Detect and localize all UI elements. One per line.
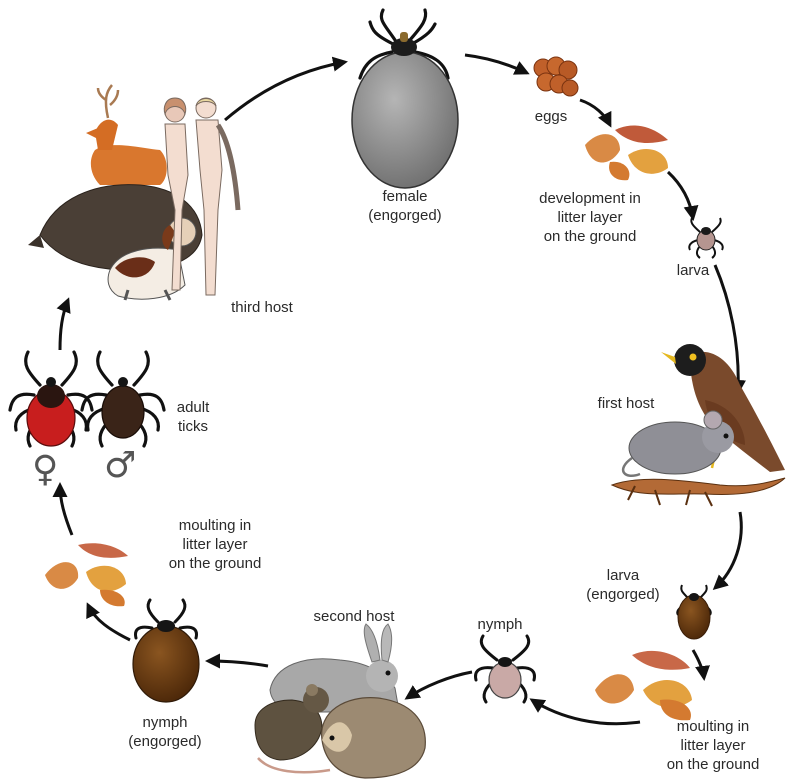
development-label: development in litter layer on the groun… bbox=[520, 189, 660, 246]
engorged-female-tick-icon bbox=[352, 10, 458, 188]
first-host-label: first host bbox=[586, 394, 666, 413]
male-symbol: ♂ bbox=[104, 448, 136, 484]
humans-icon bbox=[164, 98, 238, 295]
arrow-host2-to-nymph-engorged bbox=[208, 661, 268, 666]
adult-ticks-label: adult ticks bbox=[168, 398, 218, 436]
moulting-left-label: moulting in litter layer on the ground bbox=[150, 516, 280, 573]
adult-male-tick-icon bbox=[82, 352, 164, 446]
arrow-adult-to-host3 bbox=[60, 300, 68, 350]
larva-icon bbox=[689, 218, 722, 258]
larva-engorged-label: larva (engorged) bbox=[580, 566, 666, 604]
second-host-label: second host bbox=[304, 607, 404, 626]
arrow-litter-to-larva bbox=[668, 172, 693, 218]
nymph-label: nymph bbox=[470, 615, 530, 634]
moulting-right-label: moulting in litter layer on the ground bbox=[648, 717, 778, 774]
eggs-icon bbox=[534, 57, 578, 96]
arrow-eggs-to-litter bbox=[580, 100, 610, 125]
hedgehog-icon bbox=[322, 698, 426, 778]
arrow-host3-to-female bbox=[225, 62, 345, 120]
arrow-litter-to-nymph bbox=[532, 700, 640, 724]
mouse-icon bbox=[623, 411, 734, 476]
arrow-female-to-eggs bbox=[465, 55, 527, 73]
adult-female-tick-icon bbox=[10, 352, 92, 446]
engorged-larva-icon bbox=[677, 585, 711, 639]
arrow-nymph-to-litter bbox=[88, 605, 130, 640]
eggs-label: eggs bbox=[526, 107, 576, 126]
female-label: female (engorged) bbox=[360, 187, 450, 225]
nymph-engorged-label: nymph (engorged) bbox=[120, 713, 210, 751]
third-host-label: third host bbox=[222, 298, 302, 317]
leaf-litter-icon bbox=[595, 651, 692, 720]
arrow-litter-to-adult bbox=[60, 485, 72, 535]
arrow-nymph-to-host2 bbox=[407, 672, 472, 698]
lizard-icon bbox=[612, 478, 785, 506]
arrow-to-second-litter bbox=[693, 650, 704, 678]
female-symbol: ♀ bbox=[32, 452, 58, 488]
arrow-host1-to-larva-engorged bbox=[715, 512, 741, 588]
leaf-litter-icon bbox=[585, 125, 668, 180]
deer-icon bbox=[86, 85, 167, 185]
nymph-icon bbox=[476, 636, 535, 702]
engorged-nymph-icon bbox=[133, 600, 199, 702]
larva-label: larva bbox=[668, 261, 718, 280]
leaf-litter-icon bbox=[45, 543, 128, 606]
